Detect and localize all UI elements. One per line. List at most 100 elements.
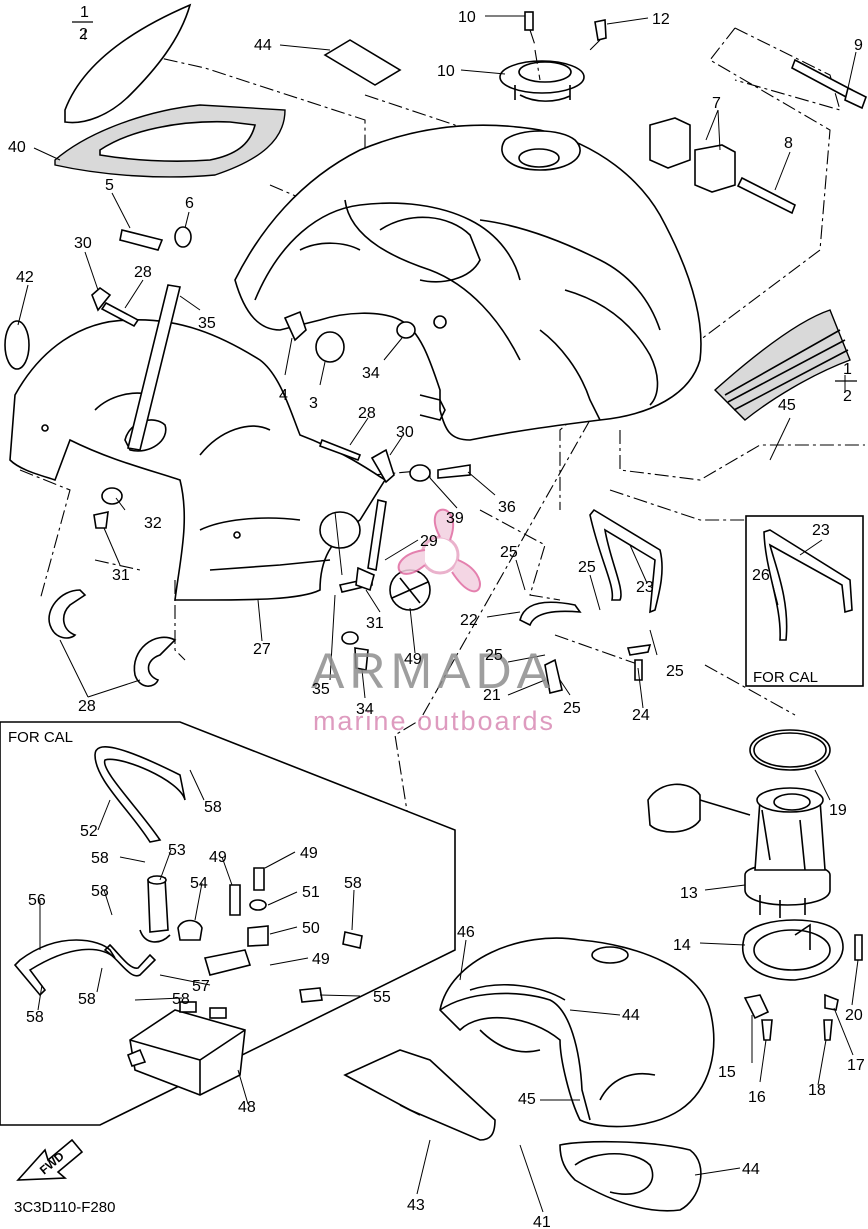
frac-right-top: 1 <box>843 361 852 378</box>
part-label: 49 <box>209 849 227 866</box>
fraction-right: 1 2 <box>835 361 857 405</box>
part-label: 25 <box>500 544 518 561</box>
tank-bottom-shell <box>439 937 715 1128</box>
part-label: 54 <box>190 875 208 892</box>
part-label: 30 <box>74 235 92 252</box>
part-label: 50 <box>302 920 320 937</box>
part-number-labels: 10 12 9 10 44 7 8 40 5 6 30 28 42 35 4 3… <box>8 9 865 1229</box>
part-label: 18 <box>808 1082 826 1099</box>
part-label: 34 <box>362 365 380 382</box>
part-label: 31 <box>112 567 130 584</box>
part-label: 52 <box>80 823 98 840</box>
part-label: 21 <box>483 687 501 704</box>
fuel-pump-assembly <box>647 729 863 1041</box>
fwd-arrow-icon <box>16 1138 84 1181</box>
part-label: 58 <box>78 991 96 1008</box>
frac-left-bottom: 2 <box>79 26 88 43</box>
part-label: 31 <box>366 615 384 632</box>
part-label: 4 <box>279 387 288 404</box>
for-cal-label-left: FOR CAL <box>8 729 73 746</box>
part-label: 15 <box>718 1064 736 1081</box>
part-label: 28 <box>134 264 152 281</box>
propeller-logo-icon <box>397 508 481 593</box>
part-label: 26 <box>752 567 770 584</box>
part-label: 24 <box>632 707 650 724</box>
part-label: 35 <box>312 681 330 698</box>
part-label: 49 <box>312 951 330 968</box>
part-label: 7 <box>712 95 721 112</box>
part-label: 57 <box>192 978 210 995</box>
fuel-cap <box>499 11 607 102</box>
grommets-27 <box>48 589 177 687</box>
part-label: 58 <box>91 883 109 900</box>
part-label: 20 <box>845 1007 863 1024</box>
part-label: 35 <box>198 315 216 332</box>
part-label: 28 <box>78 698 96 715</box>
part-label: 13 <box>680 885 698 902</box>
part-label: 10 <box>437 63 455 80</box>
part-label: 46 <box>457 924 475 941</box>
for-cal-box-left <box>0 721 456 1126</box>
part-label: 25 <box>485 647 503 664</box>
part-label: 16 <box>748 1089 766 1106</box>
part-label: 29 <box>420 533 438 550</box>
part-label: 49 <box>300 845 318 862</box>
label-46 <box>323 39 402 86</box>
part-label: 56 <box>28 892 46 909</box>
knee-pad <box>54 104 286 178</box>
dampers-and-bolt <box>649 58 867 215</box>
part-label: 27 <box>253 641 271 658</box>
for-cal-box-right <box>745 515 864 687</box>
part-label: 19 <box>829 802 847 819</box>
part-label: 44 <box>742 1161 760 1178</box>
tank-emblems <box>64 3 851 421</box>
watermark-tagline: marine outboards <box>313 706 555 736</box>
part-label: 58 <box>91 850 109 867</box>
part-label: 58 <box>204 799 222 816</box>
part-label: 58 <box>26 1009 44 1026</box>
part-label: 23 <box>812 522 830 539</box>
part-label: 25 <box>578 559 596 576</box>
for-cal-label-right: FOR CAL <box>753 669 818 686</box>
part-label: 8 <box>784 135 793 152</box>
part-label: 41 <box>533 1214 551 1229</box>
part-label: 23 <box>636 579 654 596</box>
part-label: 25 <box>666 663 684 680</box>
part-label: 58 <box>344 875 362 892</box>
part-label: 22 <box>460 612 478 629</box>
part-label: 43 <box>407 1197 425 1214</box>
part-label: 14 <box>673 937 691 954</box>
center-small-parts <box>318 438 471 671</box>
part-label: 12 <box>652 11 670 28</box>
part-label: 6 <box>185 195 194 212</box>
part-label: 45 <box>778 397 796 414</box>
diagram-code: 3C3D110-F280 <box>14 1199 115 1216</box>
frac-right-bottom: 2 <box>843 388 852 405</box>
part-label: 3 <box>309 395 318 412</box>
part-label: 45 <box>518 1091 536 1108</box>
part-label: 34 <box>356 701 374 718</box>
fraction-left: 1 2 <box>72 4 93 43</box>
part-label: 10 <box>458 9 476 26</box>
part-label: 17 <box>847 1057 865 1074</box>
part-label: 25 <box>563 700 581 717</box>
part-label: 36 <box>498 499 516 516</box>
frac-left-top: 1 <box>80 4 89 21</box>
part-label: 58 <box>172 991 190 1008</box>
part-label: 48 <box>238 1099 256 1116</box>
part-label: 44 <box>254 37 272 54</box>
part-label: 49 <box>404 651 422 668</box>
part-label: 5 <box>105 177 114 194</box>
part-label: 32 <box>144 515 162 532</box>
fuel-tank-cover <box>234 124 702 441</box>
part-label: 40 <box>8 139 26 156</box>
part-label: 53 <box>168 842 186 859</box>
part-label: 51 <box>302 884 320 901</box>
part-label: 44 <box>622 1007 640 1024</box>
part-label: 9 <box>854 37 863 54</box>
side-cover <box>9 319 387 601</box>
part-label: 42 <box>16 269 34 286</box>
part-label: 39 <box>446 510 464 527</box>
part-label: 28 <box>358 405 376 422</box>
